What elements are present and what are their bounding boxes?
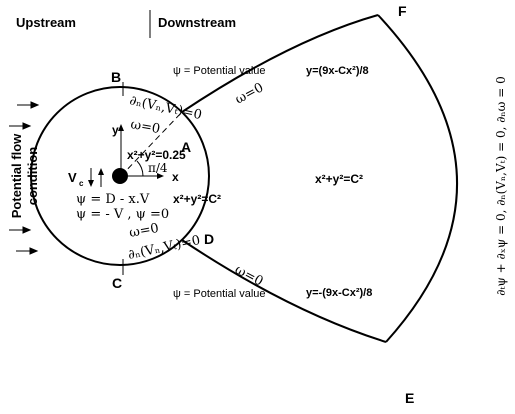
vc-subscript: c [79,179,84,188]
cylinder [112,168,128,184]
lower-curve-equation: y=-(9x-Cx²)/8 [306,287,372,299]
psi-potential-top: ψ = Potential value [173,65,266,77]
omega-zero-DE: ω=0 [232,262,265,289]
outer-circle-equation: x²+y²=C² [315,172,363,186]
omega-zero-inner-top: ω=0 [129,117,161,137]
arrowhead [98,168,104,175]
psi-potential-bottom: ψ = Potential value [173,288,266,300]
arrowhead [22,226,32,234]
point-D: D [204,231,214,247]
y-axis-arrowhead [118,124,124,131]
arrowhead [29,247,39,255]
inflow-arrows [9,101,40,255]
angle-label: π/4 [148,161,168,175]
upstream-label: Upstream [16,15,76,30]
outflow-boundary-condition: ∂ₜψ + ∂ₓψ = 0, ∂ₙ(Vₙ,Vₜ) = 0, ∂ₙω = 0 [494,76,508,295]
point-C: C [112,275,122,291]
small-circle-equation: x²+y²=0.25 [127,148,186,162]
arrowhead [30,101,40,109]
upper-curve-equation: y=(9x-Cx²)/8 [306,65,369,77]
inner-circle-equation: x²+y²=C² [173,192,221,206]
psi-equation-2: ψ = - V , ψ =0 [76,207,169,222]
omega-zero-AF: ω=0 [233,80,266,107]
x-axis-label: x [172,170,179,184]
point-E: E [405,390,414,406]
potential-flow-label-line1: Potential flow [9,133,24,218]
outer-arc-boundary [377,14,459,343]
point-F: F [398,3,407,19]
psi-equation-1: ψ = D - x.V [76,192,150,207]
point-B: B [111,69,121,85]
potential-flow-label-line2: condition [25,147,40,206]
upper-boundary-curve [181,14,379,113]
arrowhead [88,180,94,187]
lower-boundary-curve [181,239,387,343]
vc-label: V [68,170,77,185]
angle-arc [136,160,144,177]
downstream-label: Downstream [158,15,236,30]
inner-boundary-circle [30,86,210,266]
y-axis-label: y [112,123,119,137]
omega-zero-inner-bottom: ω=0 [128,221,160,241]
x-axis-arrowhead [157,173,164,179]
angle-ray-dashed [120,111,183,177]
point-A: A [181,139,191,155]
arrowhead [22,122,32,130]
